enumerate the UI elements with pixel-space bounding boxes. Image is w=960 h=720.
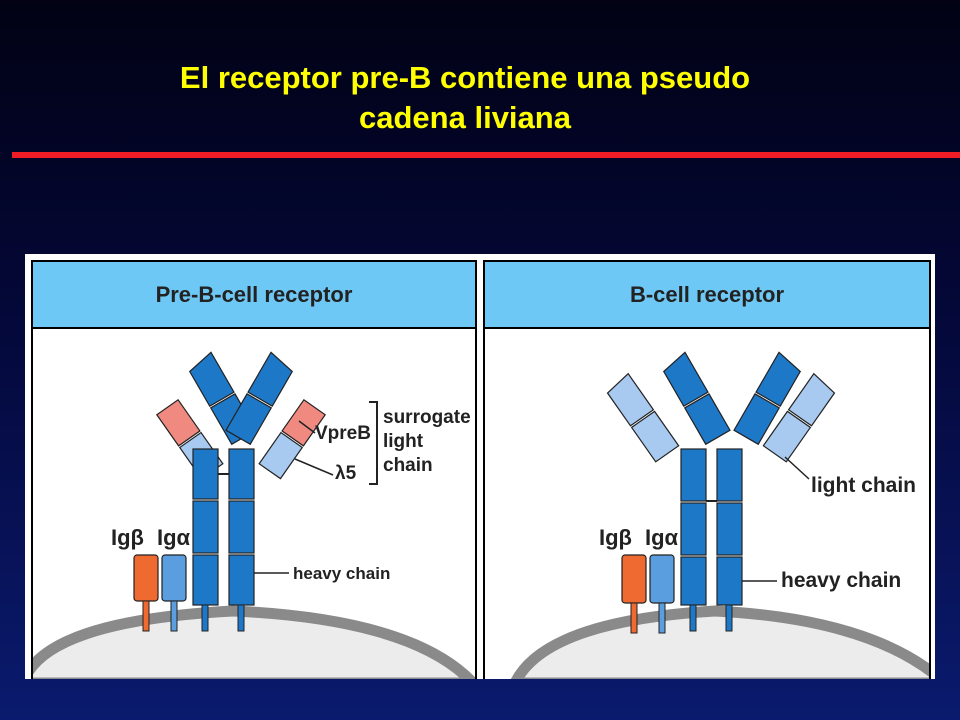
heavy-chain-stem-right [716, 448, 743, 632]
receptor-figure: Pre-B-cell receptor [25, 254, 935, 679]
light-chain-pointer [784, 456, 810, 480]
vpreb-pointer [298, 420, 316, 434]
title-line-2: cadena liviana [359, 100, 571, 135]
pre-b-cell-panel: Pre-B-cell receptor [31, 260, 477, 679]
ig-beta-label: Igβ [111, 525, 144, 550]
cell-membrane [510, 605, 929, 679]
b-cell-diagram: Igβ Igα light chain heavy chain [510, 351, 929, 679]
chain-label: chain [383, 455, 433, 476]
ig-alpha-label: Igα [645, 525, 679, 550]
light-chain-arm-left [606, 372, 680, 463]
light-label: light [383, 431, 424, 452]
heavy-chain-stem-left [680, 448, 707, 632]
heavy-chain-arm-right [225, 351, 294, 446]
surrogate-label: surrogate [383, 407, 471, 428]
pre-b-cell-diagram: Igβ Igα VpreB λ5 surrogate light chain h… [33, 351, 475, 679]
surrogate-bracket [369, 401, 378, 485]
lambda5-label: λ5 [335, 463, 357, 484]
light-chain-label: light chain [811, 474, 916, 497]
heavy-chain-arm-right [733, 351, 802, 446]
heavy-chain-arm-left [662, 351, 731, 446]
ig-alpha-label: Igα [157, 525, 191, 550]
vpreb-label: VpreB [315, 423, 371, 444]
ig-alpha-molecule [649, 554, 675, 634]
cell-membrane [33, 605, 475, 679]
ig-beta-molecule [133, 554, 159, 632]
heavy-chain-stem-right [228, 448, 255, 632]
heavy-chain-stem-left [192, 448, 219, 632]
slide-title: El receptor pre-B contiene una pseudo ca… [0, 58, 930, 138]
heavy-chain-label: heavy chain [781, 569, 901, 592]
title-line-1: El receptor pre-B contiene una pseudo [179, 60, 751, 95]
surrogate-light-chain-right [258, 398, 327, 480]
lambda5-pointer [294, 458, 334, 476]
b-cell-header: B-cell receptor [485, 262, 929, 329]
pre-b-cell-header: Pre-B-cell receptor [33, 262, 475, 329]
light-chain-arm-right [762, 372, 836, 463]
title-divider [12, 152, 960, 158]
ig-beta-molecule [621, 554, 647, 634]
ig-alpha-molecule [161, 554, 187, 632]
heavy-chain-label: heavy chain [293, 564, 390, 583]
b-cell-panel: B-cell receptor [483, 260, 931, 679]
ig-beta-label: Igβ [599, 525, 632, 550]
